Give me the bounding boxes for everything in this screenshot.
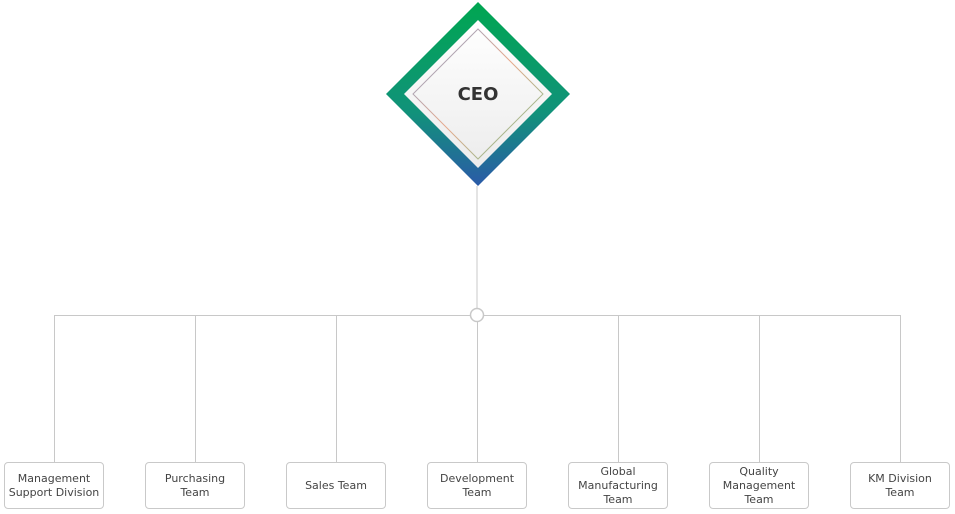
- team-box-sales[interactable]: Sales Team: [286, 462, 386, 509]
- ceo-diamond-inner-border: [412, 28, 544, 160]
- team-box-management-support[interactable]: Management Support Division: [4, 462, 104, 509]
- team-box-quality-management[interactable]: Quality Management Team: [709, 462, 809, 509]
- team-box-purchasing[interactable]: Purchasing Team: [145, 462, 245, 509]
- team-label: Purchasing Team: [164, 471, 226, 499]
- ceo-diamond[interactable]: [386, 2, 570, 186]
- team-label: KM Division Team: [868, 471, 932, 499]
- team-label: Sales Team: [305, 478, 367, 492]
- team-label: Global Manufacturing Team: [578, 464, 658, 506]
- team-box-km-division[interactable]: KM Division Team: [850, 462, 950, 509]
- team-label: Quality Management Team: [722, 464, 796, 506]
- ceo-diamond-inner: [404, 20, 552, 168]
- team-box-development[interactable]: Development Team: [427, 462, 527, 509]
- team-label: Management Support Division: [8, 471, 100, 499]
- team-box-global-manufacturing[interactable]: Global Manufacturing Team: [568, 462, 668, 509]
- team-label: Development Team: [439, 471, 515, 499]
- ceo-label: CEO: [457, 84, 499, 105]
- junction-circle: [469, 307, 485, 323]
